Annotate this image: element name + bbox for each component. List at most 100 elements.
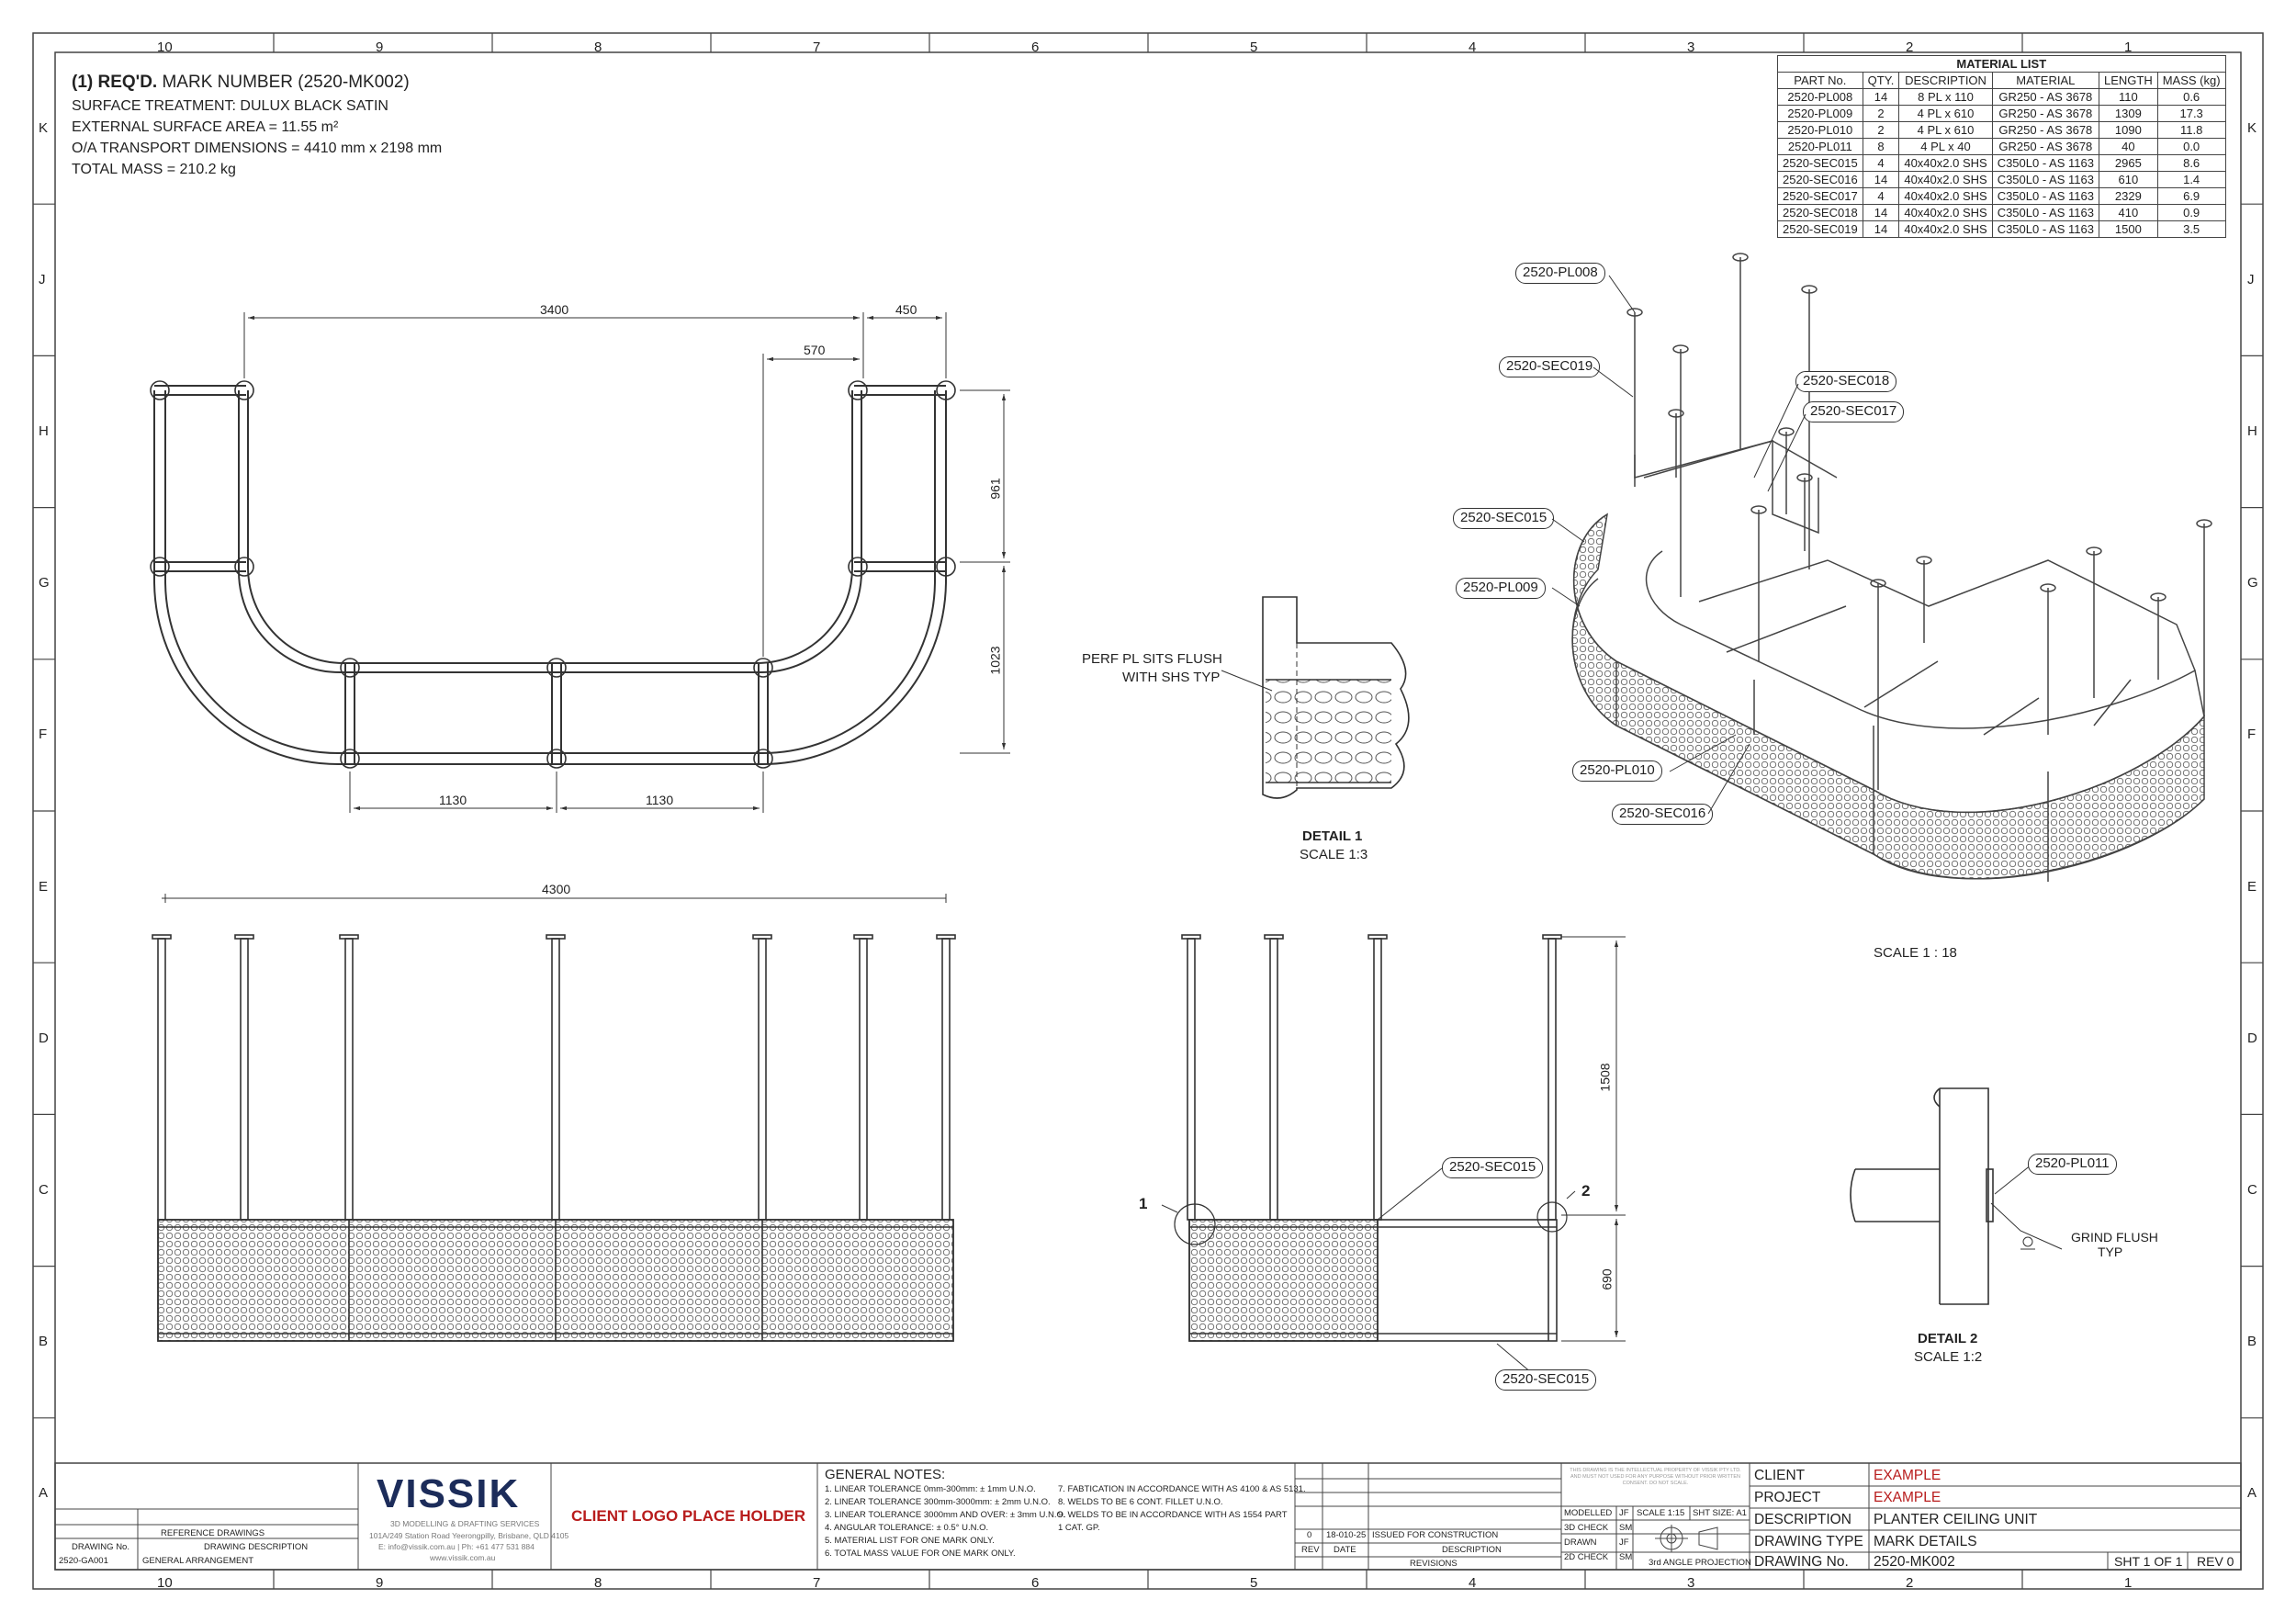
general-note: 2. LINEAR TOLERANCE 300mm-3000mm: ± 2mm … xyxy=(825,1497,1051,1507)
grid-row-label: H xyxy=(39,423,49,439)
dim-side-lower: 1023 xyxy=(987,646,1003,675)
disclaimer: THIS DRAWING IS THE INTELLECTUAL PROPERT… xyxy=(1570,1468,1741,1487)
company-line4: www.vissik.com.au xyxy=(430,1553,496,1562)
hanger-rod xyxy=(859,938,868,1221)
grid-row-label: G xyxy=(2247,575,2258,591)
hanger-plate xyxy=(936,934,956,940)
hanger-plate xyxy=(152,934,172,940)
rev-col-desc: DESCRIPTION xyxy=(1442,1545,1502,1555)
material-cell: 8 PL x 110 xyxy=(1898,88,1993,106)
general-note: 5. MATERIAL LIST FOR ONE MARK ONLY. xyxy=(825,1536,995,1546)
callout-pl010: 2520-PL010 xyxy=(1572,760,1662,782)
ref-row-drawing-no: 2520-GA001 xyxy=(59,1556,108,1566)
material-cell: 40x40x2.0 SHS xyxy=(1898,171,1993,188)
req-line: (1) REQ'D. MARK NUMBER (2520-MK002) xyxy=(72,73,410,91)
iso-hanger-plate xyxy=(1672,344,1689,354)
material-cell: 17.3 xyxy=(2156,105,2226,122)
dim-height-upper: 1508 xyxy=(1597,1063,1613,1092)
dim-top-span: 3400 xyxy=(540,302,569,317)
material-cell: 2 xyxy=(1862,105,1900,122)
iso-hanger-plate xyxy=(1668,409,1684,418)
transport-dims: O/A TRANSPORT DIMENSIONS = 4410 mm x 219… xyxy=(72,141,443,156)
side-dimensions xyxy=(1496,936,1626,1374)
ref-drawings-title: REFERENCE DRAWINGS xyxy=(161,1528,265,1538)
callout-pl009: 2520-PL009 xyxy=(1456,578,1546,599)
check-initials: JF xyxy=(1619,1508,1629,1518)
callout-pl008: 2520-PL008 xyxy=(1515,263,1605,284)
dim-bottom-left: 1130 xyxy=(439,793,467,807)
hanger-rod xyxy=(344,938,354,1221)
general-note: 3. LINEAR TOLERANCE 3000mm AND OVER: ± 3… xyxy=(825,1510,1066,1520)
revisions-title: REVISIONS xyxy=(1410,1559,1458,1569)
surface-area: EXTERNAL SURFACE AREA = 11.55 m² xyxy=(72,119,339,135)
material-cell: 1090 xyxy=(2098,121,2158,139)
detail2-title: DETAIL 2 xyxy=(1918,1331,1978,1346)
hanger-rod xyxy=(157,938,166,1221)
plan-dimensions xyxy=(243,312,1010,813)
grid-row-label: A xyxy=(2247,1485,2257,1502)
material-cell: 0.6 xyxy=(2156,88,2226,106)
material-cell: 2520-PL008 xyxy=(1777,88,1863,106)
check-role: DRAWN xyxy=(1564,1538,1597,1548)
callout-sec015: 2520-SEC015 xyxy=(1453,508,1555,529)
material-cell: 40x40x2.0 SHS xyxy=(1898,204,1993,221)
hanger-plate xyxy=(546,934,566,940)
detail1-title: DETAIL 1 xyxy=(1302,828,1363,844)
check-sheet-size: SHT SIZE: A1 xyxy=(1693,1508,1747,1518)
grid-col-label: 9 xyxy=(376,39,384,55)
iso-hanger-plate xyxy=(2040,583,2056,592)
material-cell: 4 PL x 40 xyxy=(1898,138,1993,155)
material-cell: 6.9 xyxy=(2156,187,2226,205)
grid-col-label: 3 xyxy=(1687,1575,1695,1591)
iso-hanger-plate xyxy=(1870,579,1886,588)
material-col-header: PART No. xyxy=(1777,72,1863,89)
tb-rev: REV 0 xyxy=(2197,1554,2234,1569)
iso-hanger-plate xyxy=(2086,546,2102,556)
material-cell: 1309 xyxy=(2098,105,2158,122)
iso-hanger-plate xyxy=(1750,505,1767,514)
material-col-header: QTY. xyxy=(1862,72,1900,89)
check-initials: SM xyxy=(1619,1552,1633,1562)
grid-col-label: 3 xyxy=(1687,39,1695,55)
material-cell: GR250 - AS 3678 xyxy=(1991,121,2099,139)
grid-col-label: 6 xyxy=(1031,39,1040,55)
plan-view xyxy=(150,380,956,769)
material-cell: C350L0 - AS 1163 xyxy=(1991,154,2099,172)
iso-hanger-plate xyxy=(1916,556,1932,565)
tb-drawing-type-label: DRAWING TYPE xyxy=(1754,1534,1863,1549)
material-col-header: MASS (kg) xyxy=(2156,72,2226,89)
iso-scale: SCALE 1 : 18 xyxy=(1874,945,1957,961)
iso-hanger-plate xyxy=(1732,253,1749,262)
hanger-plate xyxy=(234,934,254,940)
tb-project-label: PROJECT xyxy=(1754,1490,1821,1505)
hanger-rod xyxy=(1269,938,1278,1221)
material-cell: 0.0 xyxy=(2156,138,2226,155)
hanger-rod xyxy=(240,938,249,1221)
grid-row-label: F xyxy=(2247,727,2257,743)
grid-row-label: K xyxy=(39,119,49,136)
tb-drawing-no-label: DRAWING No. xyxy=(1754,1554,1849,1570)
general-note: 1 CAT. GP. xyxy=(1058,1523,1100,1533)
hanger-rod xyxy=(1187,938,1196,1221)
surface-treatment: SURFACE TREATMENT: DULUX BLACK SATIN xyxy=(72,98,388,114)
company-logo: VISSIK xyxy=(377,1471,521,1516)
rev-col-rev: REV xyxy=(1301,1545,1320,1555)
material-cell: 2520-SEC019 xyxy=(1777,220,1863,238)
detail2-note-line1: GRIND FLUSH xyxy=(2071,1230,2158,1245)
material-cell: C350L0 - AS 1163 xyxy=(1991,171,2099,188)
grid-row-label: B xyxy=(2247,1334,2257,1350)
callout-sec018: 2520-SEC018 xyxy=(1795,371,1897,392)
material-cell: 4 PL x 610 xyxy=(1898,105,1993,122)
material-cell: 110 xyxy=(2098,88,2158,106)
tb-project-value: EXAMPLE xyxy=(1874,1490,1941,1505)
grid-col-label: 10 xyxy=(157,1575,173,1591)
tb-drawing-no-value: 2520-MK002 xyxy=(1874,1554,1955,1570)
material-cell: 40 xyxy=(2098,138,2158,155)
grid-col-label: 4 xyxy=(1469,1575,1477,1591)
grid-row-label: A xyxy=(39,1485,49,1502)
